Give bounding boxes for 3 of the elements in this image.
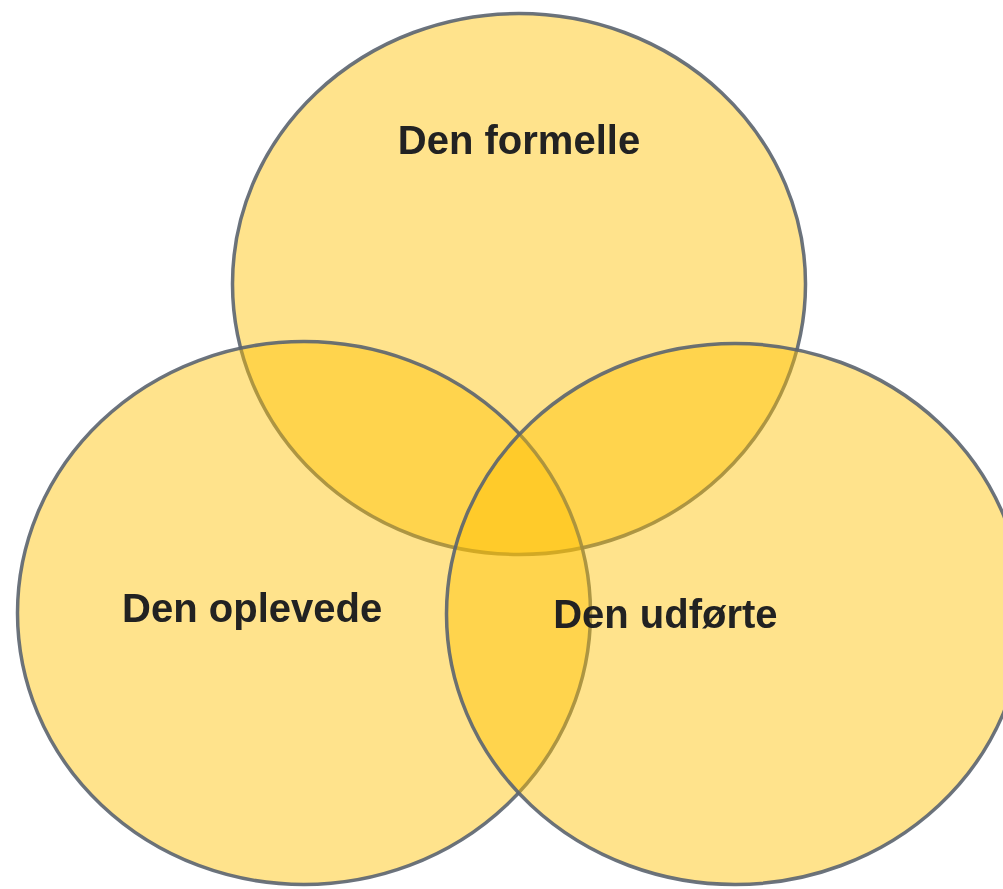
circle-label: Den oplevede: [122, 585, 383, 631]
circle-label: Den udførte: [553, 591, 778, 637]
circle-label: Den formelle: [397, 117, 641, 163]
